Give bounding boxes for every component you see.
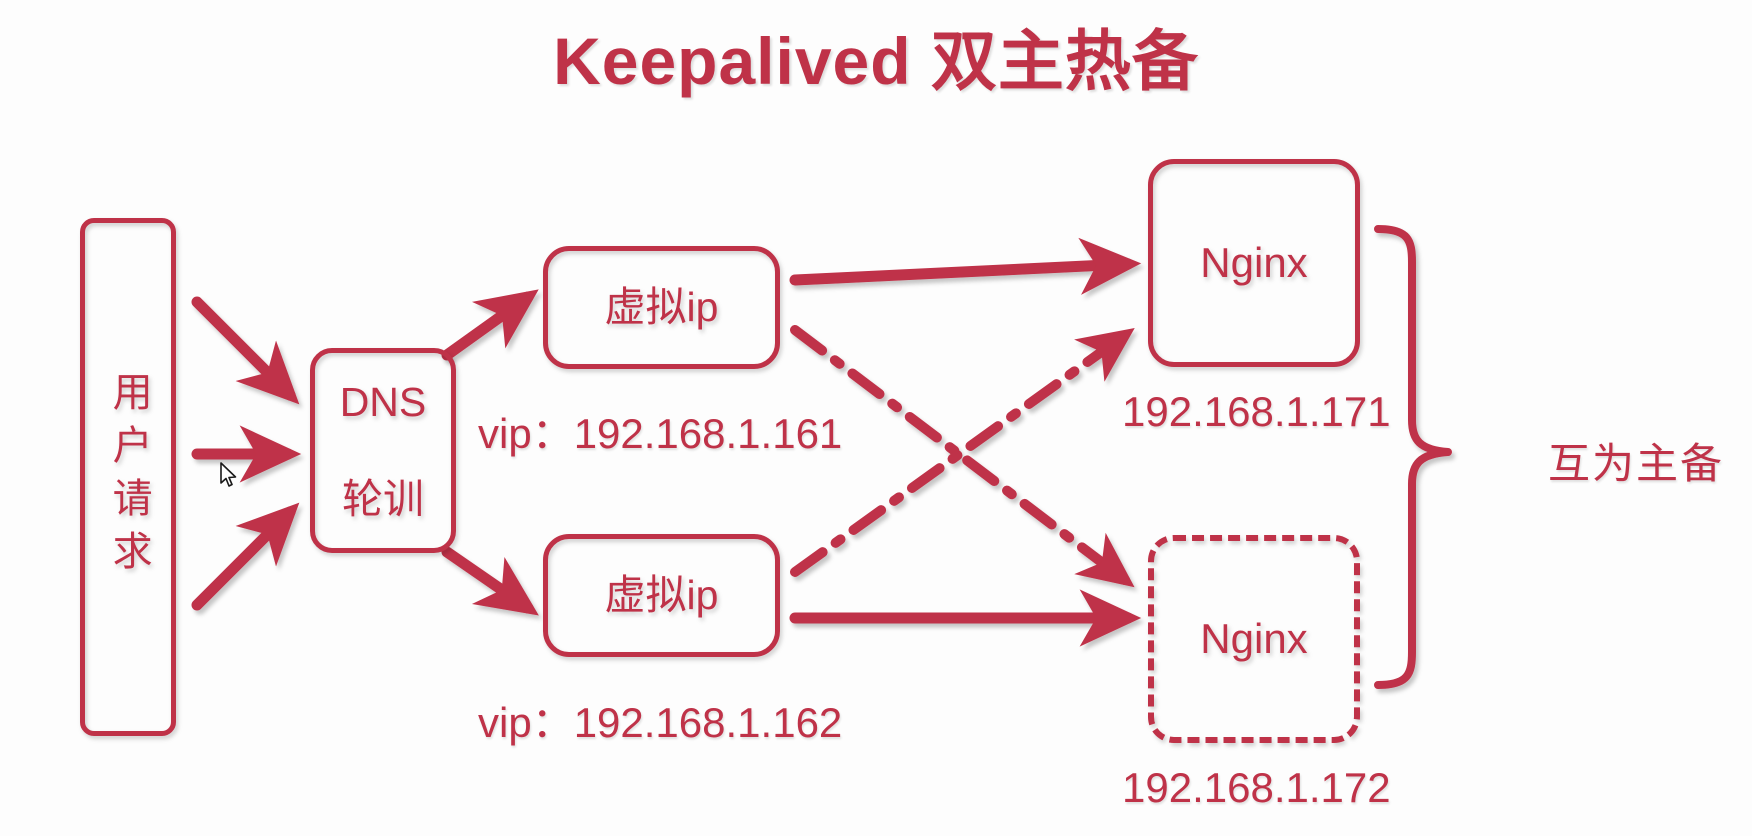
- node-virtual-ip-2[interactable]: 虚拟ip: [543, 534, 780, 657]
- link-user-dns-bottom: [191, 502, 300, 611]
- node-dns-label-line2: 轮训: [341, 475, 424, 522]
- link-vip1-nginx2-backup: [790, 325, 1135, 588]
- node-dns-label-line1: DNS: [339, 378, 427, 425]
- link-dns-vip1: [441, 289, 539, 361]
- node-user-request-label: 用户请求: [106, 371, 151, 583]
- pair-brace: [1374, 225, 1452, 689]
- page-title: Keepalived 双主热备: [553, 24, 1199, 98]
- nginx-standby-ip-label: 192.168.1.172: [1122, 764, 1391, 811]
- node-virtual-ip-1[interactable]: 虚拟ip: [543, 246, 780, 369]
- node-virtual-ip-1-label: 虚拟ip: [604, 284, 719, 331]
- vip-address-label-1: vip：192.168.1.161: [478, 410, 843, 457]
- mouse-pointer-icon: [220, 462, 237, 487]
- node-nginx-standby[interactable]: Nginx: [1148, 535, 1360, 743]
- link-dns-vip2: [441, 546, 539, 616]
- node-nginx-primary[interactable]: Nginx: [1148, 159, 1360, 367]
- node-dns-label: DNS 轮训: [340, 378, 427, 523]
- link-vip2-nginx1-backup: [790, 328, 1135, 577]
- node-virtual-ip-2-label: 虚拟ip: [604, 572, 719, 619]
- node-user-request[interactable]: 用户请求: [80, 218, 176, 736]
- link-vip1-nginx1: [789, 237, 1142, 295]
- vip-address-label-2: vip：192.168.1.162: [478, 699, 843, 746]
- mutual-standby-label: 互为主备: [1548, 440, 1725, 487]
- link-user-dns-top: [191, 296, 300, 405]
- nginx-primary-ip-label: 192.168.1.171: [1122, 388, 1391, 435]
- node-nginx-standby-label: Nginx: [1200, 615, 1308, 663]
- node-dns-round-robin[interactable]: DNS 轮训: [310, 348, 456, 553]
- node-nginx-primary-label: Nginx: [1200, 239, 1308, 287]
